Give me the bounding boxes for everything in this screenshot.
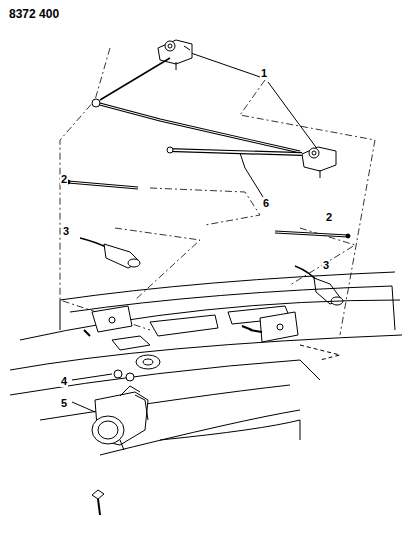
callout-number: 2 (60, 174, 68, 185)
callout-number: 1 (260, 68, 268, 79)
callout-number: 6 (262, 198, 270, 209)
callout-number: 5 (60, 398, 68, 409)
callout-number: 4 (60, 376, 68, 387)
part-number: 8372 400 (8, 8, 60, 20)
callout-number: 3 (62, 226, 70, 237)
callout-number: 3 (322, 260, 330, 271)
callout-number: 2 (325, 212, 333, 223)
